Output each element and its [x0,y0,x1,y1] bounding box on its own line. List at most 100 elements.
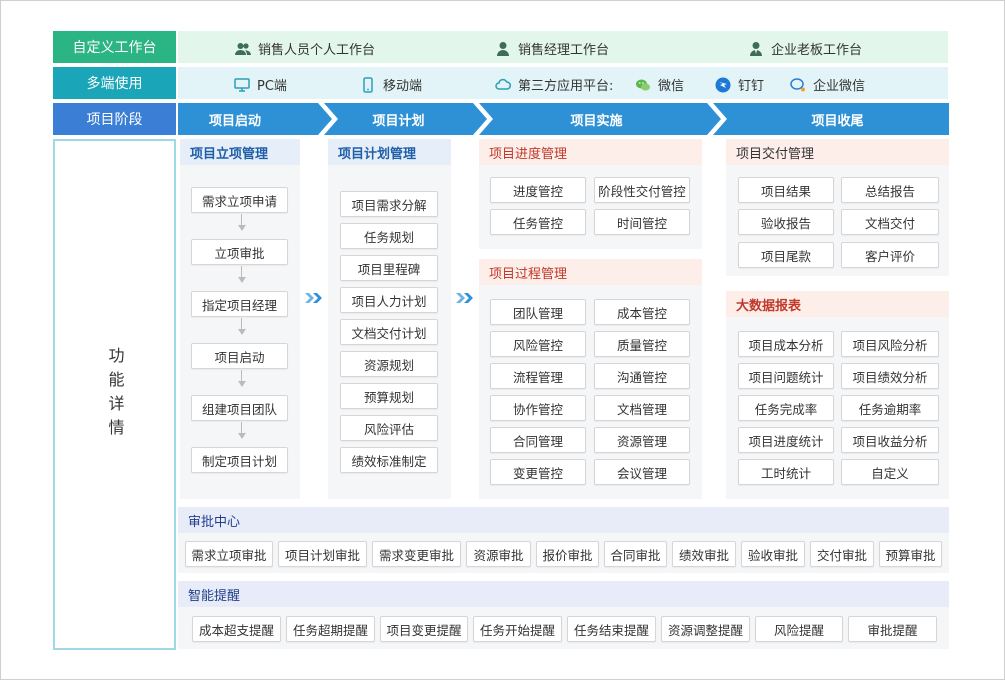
double-arrow-icon [305,293,322,303]
delivery-item: 文档交付 [841,209,939,235]
process-item: 沟通管控 [594,363,690,389]
approval-item: 合同审批 [604,541,667,567]
plan-item: 任务规划 [340,223,438,249]
plan-item: 项目需求分解 [340,191,438,217]
progress-item: 进度管控 [490,177,586,203]
approval-item: 交付审批 [810,541,874,567]
report-item: 项目问题统计 [738,363,834,389]
step-box: 组建项目团队 [191,395,288,421]
reminder-item: 任务超期提醒 [286,616,375,642]
process-item: 成本管控 [594,299,690,325]
platform-label: 企业微信 [813,79,866,94]
platform-label: 第三方应用平台: [518,79,614,94]
step-box: 项目启动 [191,343,288,369]
monitor-icon [234,77,250,92]
plan-item: 资源规划 [340,351,438,377]
process-item: 质量管控 [594,331,690,357]
plan-item: 文档交付计划 [340,319,438,345]
phase-start: 项目启动 [208,113,261,129]
step-box: 需求立项申请 [191,187,288,213]
report-item: 项目风险分析 [841,331,939,357]
platform-dingtalk: 钉钉 [715,75,764,94]
step-box: 制定项目计划 [191,447,288,473]
approval-item: 需求变更审批 [372,541,461,567]
process-item: 流程管理 [490,363,586,389]
delivery-item: 验收报告 [738,209,834,235]
workspace-label: 企业老板工作台 [771,43,863,58]
process-item: 资源管理 [594,427,690,453]
reminder-item: 项目变更提醒 [380,616,468,642]
reminder-item: 成本超支提醒 [192,616,281,642]
approval-title: 审批中心 [178,507,949,533]
group-icon [235,42,251,55]
phase-close: 项目收尾 [811,113,864,129]
process-item: 风险管控 [490,331,586,357]
row-label-multi-platform: 多端使用 [53,67,176,99]
approval-item: 预算审批 [879,541,942,567]
down-arrow [238,318,246,336]
platform-label: 移动端 [383,79,423,94]
platform-label: 微信 [658,79,685,94]
report-item: 项目收益分析 [841,427,939,453]
delivery-item: 客户评价 [841,242,939,268]
platform-label: PC端 [257,79,287,94]
report-item: 项目绩效分析 [841,363,939,389]
delivery-item: 总结报告 [841,177,939,203]
process-item: 团队管理 [490,299,586,325]
workspace-sales-person: 销售人员个人工作台 [235,39,375,58]
progress-item: 时间管控 [594,209,690,235]
workspace-label: 销售人员个人工作台 [258,43,376,58]
mobile-icon [363,76,373,93]
process-title: 项目过程管理 [479,259,702,285]
wechat-icon [636,79,650,91]
platform-mobile: 移动端 [360,75,422,94]
platform-label: 钉钉 [738,79,765,94]
platform-pc: PC端 [234,75,287,94]
workspace-label: 销售经理工作台 [518,43,610,58]
wework-icon [790,77,805,91]
initiation-title: 项目立项管理 [180,139,300,165]
workspace-band [178,31,948,63]
step-box: 指定项目经理 [191,291,288,317]
plan-item: 预算规划 [340,383,438,409]
approval-item: 项目计划审批 [278,541,367,567]
row-label-function-detail: 功能详情 [105,346,125,443]
plan-item: 项目人力计划 [340,287,438,313]
platform-wechat: 微信 [635,75,684,94]
report-item: 任务完成率 [738,395,834,421]
platform-wework: 企业微信 [790,75,865,94]
plan-item: 风险评估 [340,415,438,441]
down-arrow [238,422,246,440]
report-item: 自定义 [841,459,939,485]
planning-title: 项目计划管理 [328,139,451,165]
approval-item: 报价审批 [536,541,599,567]
process-item: 合同管理 [490,427,586,453]
row-label-custom-workspace: 自定义工作台 [53,31,176,63]
row-label-project-phase: 项目阶段 [53,103,176,135]
reminder-item: 任务开始提醒 [473,616,562,642]
process-item: 会议管理 [594,459,690,485]
phase-chevrons [178,103,949,135]
phase-plan: 项目计划 [372,113,425,129]
approval-item: 需求立项审批 [185,541,273,567]
user-icon [497,41,509,56]
delivery-item: 项目结果 [738,177,834,203]
process-item: 文档管理 [594,395,690,421]
cloud-icon [495,78,511,90]
process-item: 变更管控 [490,459,586,485]
down-arrow [238,266,246,284]
bigdata-title: 大数据报表 [726,291,949,317]
plan-item: 项目里程碑 [340,255,438,281]
report-item: 项目成本分析 [738,331,834,357]
dingtalk-icon [715,77,731,92]
reminder-item: 审批提醒 [848,616,937,642]
boss-icon [750,41,762,56]
reminder-title: 智能提醒 [178,581,949,607]
delivery-title: 项目交付管理 [726,139,949,165]
progress-item: 阶段性交付管控 [594,177,690,203]
down-arrow [238,214,246,232]
workspace-boss: 企业老板工作台 [748,39,862,58]
delivery-item: 项目尾款 [738,242,834,268]
approval-item: 验收审批 [741,541,805,567]
workspace-sales-manager: 销售经理工作台 [495,39,609,58]
